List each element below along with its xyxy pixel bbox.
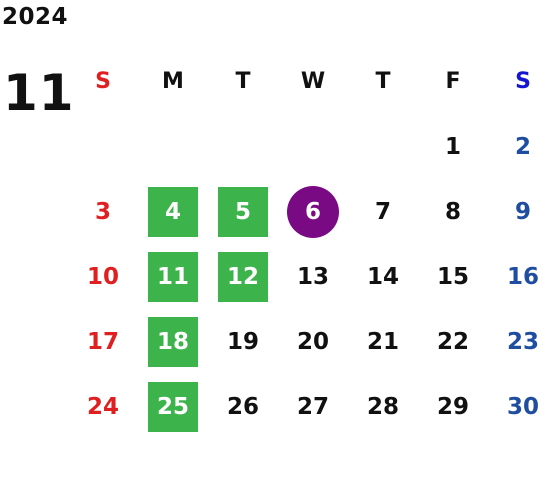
weekday-header-monday: M: [162, 68, 184, 94]
day-number: 6: [287, 185, 339, 238]
day-cell-12[interactable]: 12: [208, 244, 278, 309]
day-cell-13[interactable]: 13: [278, 244, 348, 309]
day-number: 10: [86, 263, 119, 290]
day-cell-3[interactable]: 3: [68, 179, 138, 244]
year-label: 2024: [2, 4, 69, 30]
weekday-header-saturday: S: [515, 68, 531, 94]
day-cell-25[interactable]: 25: [138, 374, 208, 439]
day-number: 12: [218, 251, 268, 302]
day-number: 8: [444, 198, 461, 225]
day-cell-1[interactable]: 1: [418, 114, 488, 179]
day-cell-29[interactable]: 29: [418, 374, 488, 439]
day-cell-19[interactable]: 19: [208, 309, 278, 374]
day-cell-18[interactable]: 18: [138, 309, 208, 374]
weekday-header-friday: F: [445, 68, 461, 94]
day-cell-28[interactable]: 28: [348, 374, 418, 439]
day-cell-16[interactable]: 16: [488, 244, 548, 309]
weekday-header-wednesday: W: [300, 68, 326, 94]
day-number: 2: [514, 133, 531, 160]
day-cell-10[interactable]: 10: [68, 244, 138, 309]
day-number: 15: [436, 263, 469, 290]
day-number: 13: [296, 263, 329, 290]
day-cell-6[interactable]: 6: [278, 179, 348, 244]
day-cell-4[interactable]: 4: [138, 179, 208, 244]
day-number: 1: [444, 133, 461, 160]
day-number: 7: [374, 198, 391, 225]
day-number: 27: [296, 393, 329, 420]
day-cell-8[interactable]: 8: [418, 179, 488, 244]
day-number: 9: [514, 198, 531, 225]
day-cell-17[interactable]: 17: [68, 309, 138, 374]
day-cell-11[interactable]: 11: [138, 244, 208, 309]
weekday-header-thursday: T: [375, 68, 391, 94]
day-cell-24[interactable]: 24: [68, 374, 138, 439]
day-number: 18: [148, 316, 198, 367]
day-cell-5[interactable]: 5: [208, 179, 278, 244]
day-number: 29: [436, 393, 469, 420]
day-cell-20[interactable]: 20: [278, 309, 348, 374]
day-cell-7[interactable]: 7: [348, 179, 418, 244]
day-cell-9[interactable]: 9: [488, 179, 548, 244]
day-cell-30[interactable]: 30: [488, 374, 548, 439]
day-number: 21: [366, 328, 399, 355]
day-number: 14: [366, 263, 399, 290]
day-number: 19: [226, 328, 259, 355]
day-number: 30: [506, 393, 539, 420]
day-number: 11: [148, 251, 198, 302]
day-number: 28: [366, 393, 399, 420]
day-cell-15[interactable]: 15: [418, 244, 488, 309]
day-cell-27[interactable]: 27: [278, 374, 348, 439]
day-number: 23: [506, 328, 539, 355]
month-label: 11: [3, 64, 75, 122]
day-number: 26: [226, 393, 259, 420]
day-cell-21[interactable]: 21: [348, 309, 418, 374]
day-number: 22: [436, 328, 469, 355]
day-number: 16: [506, 263, 539, 290]
day-number: 20: [296, 328, 329, 355]
day-cell-26[interactable]: 26: [208, 374, 278, 439]
day-cell-14[interactable]: 14: [348, 244, 418, 309]
day-number: 24: [86, 393, 119, 420]
weekday-header-sunday: S: [95, 68, 111, 94]
day-number: 3: [94, 198, 111, 225]
weekday-header-tuesday: T: [235, 68, 251, 94]
day-cell-2[interactable]: 2: [488, 114, 548, 179]
day-number: 25: [148, 381, 198, 432]
day-number: 17: [86, 328, 119, 355]
day-cell-22[interactable]: 22: [418, 309, 488, 374]
day-number: 5: [218, 186, 268, 237]
day-number: 4: [148, 186, 198, 237]
day-cell-23[interactable]: 23: [488, 309, 548, 374]
